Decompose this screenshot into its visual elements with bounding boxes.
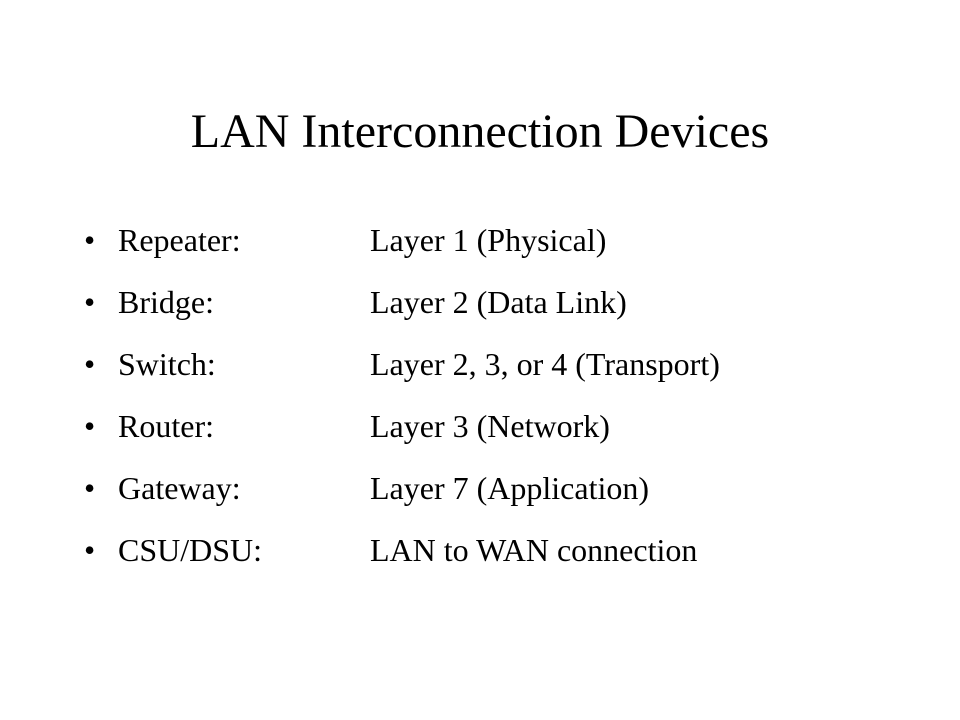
device-layer: LAN to WAN connection — [370, 532, 698, 568]
device-layer: Layer 2 (Data Link) — [370, 284, 627, 320]
device-layer: Layer 3 (Network) — [370, 408, 610, 444]
device-layer: Layer 1 (Physical) — [370, 222, 607, 258]
device-name: Gateway: — [118, 470, 241, 506]
device-name: Switch: — [118, 346, 216, 382]
slide-title: LAN Interconnection Devices — [190, 105, 770, 158]
bullet-icon: • — [84, 532, 96, 568]
bullet-icon: • — [84, 222, 96, 258]
device-layer: Layer 2, 3, or 4 (Transport) — [370, 346, 720, 382]
device-name: Router: — [118, 408, 214, 444]
device-layer: Layer 7 (Application) — [370, 470, 649, 506]
bullet-icon: • — [84, 284, 96, 320]
device-name: Bridge: — [118, 284, 214, 320]
bullet-icon: • — [84, 346, 96, 382]
bullet-icon: • — [84, 408, 96, 444]
bullet-icon: • — [84, 470, 96, 506]
device-name: Repeater: — [118, 222, 241, 258]
device-name: CSU/DSU: — [118, 532, 263, 568]
